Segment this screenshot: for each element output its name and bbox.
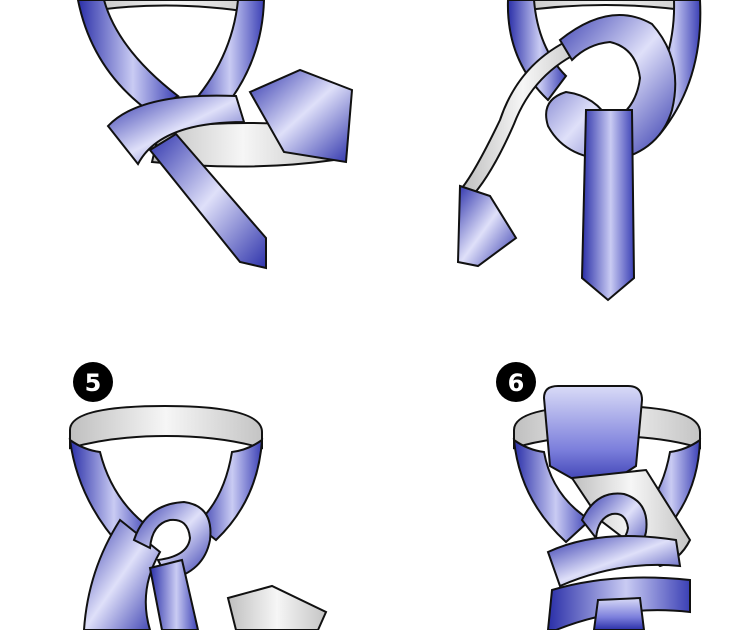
step-badge-6: 6 [496,362,536,402]
step-number: 5 [85,369,102,397]
tie-wide-blade [580,109,636,302]
tie-reverse-piece [226,584,328,630]
tie-wide-blade [248,68,354,164]
tie-neck-band [506,0,568,102]
tie-narrow-end [148,558,200,630]
tie-neck-band-right [194,437,264,542]
tie-narrow-end [456,184,518,268]
step-panel-top-right [456,0,702,302]
tie-narrow-end [592,596,646,630]
tie-wrap-band [546,535,682,588]
step-panel-top-left [76,0,354,270]
tie-wrap-band [106,94,246,166]
collar-lining [69,404,263,450]
tie-knot-loop [545,14,677,162]
collar-lining [83,0,263,16]
tie-neck-band [512,437,592,544]
tie-neck-band [68,437,152,550]
step-number: 6 [508,369,525,397]
step-badge-5: 5 [73,362,113,402]
step-panel-6: 6 [496,362,702,630]
collar-lining [513,0,699,14]
step-panel-5: 5 [68,362,328,630]
step-badge-circle [496,362,536,402]
tie-neck-band [76,0,180,114]
tie-wide-blade-raised [542,385,644,494]
step-badge-circle [73,362,113,402]
tie-narrow-end [148,132,267,270]
